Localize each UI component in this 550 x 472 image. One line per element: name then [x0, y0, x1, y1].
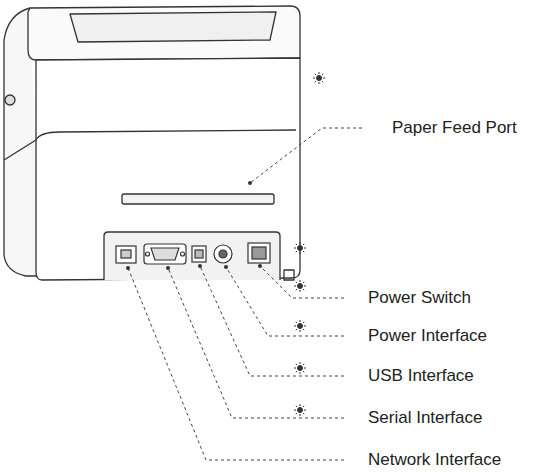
part-label: USB Interface — [368, 366, 474, 386]
usb-port — [192, 246, 206, 262]
network-port — [116, 246, 136, 263]
serial-port — [144, 244, 186, 264]
callout-marker — [294, 320, 306, 332]
rear-ports — [116, 243, 270, 264]
leader-lines — [128, 128, 362, 460]
callout-marker — [294, 404, 306, 416]
callout-marker — [294, 242, 306, 254]
part-label: Network Interface — [368, 450, 501, 470]
callout-marker — [294, 362, 306, 374]
callout-marker — [313, 72, 325, 84]
part-label: Power Switch — [368, 288, 471, 308]
power-jack — [214, 245, 232, 263]
callout-marker — [294, 280, 306, 292]
leader-end-dots — [126, 181, 262, 270]
power-switch — [248, 243, 270, 263]
part-label: Power Interface — [368, 326, 487, 346]
printer-body — [4, 6, 300, 280]
part-label: Serial Interface — [368, 408, 482, 428]
part-label: Paper Feed Port — [392, 118, 517, 138]
